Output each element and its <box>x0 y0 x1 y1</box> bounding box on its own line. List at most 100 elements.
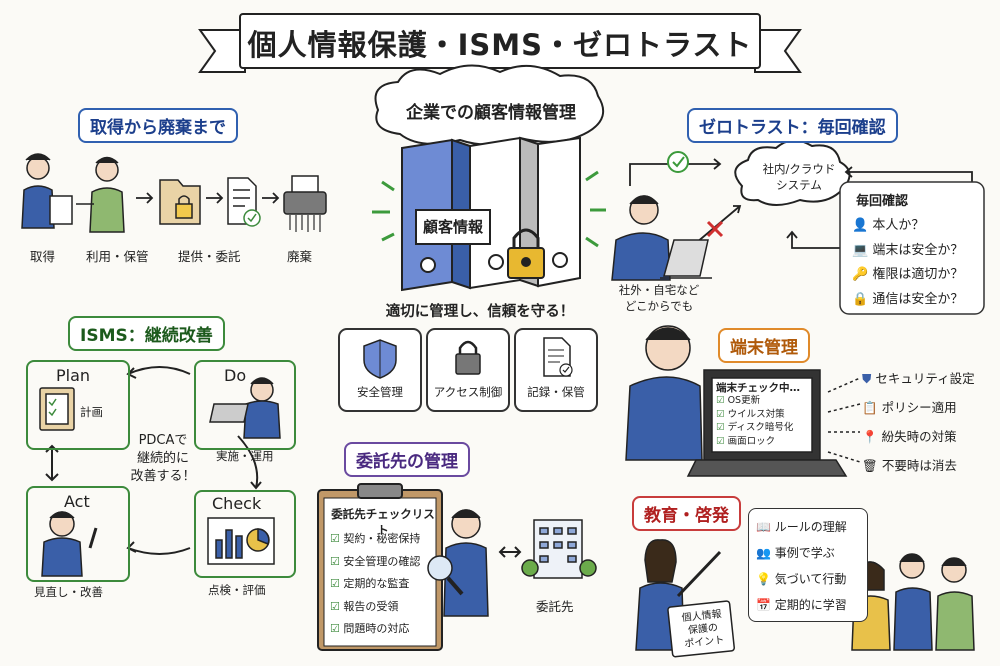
education-list: 📖 ルールの理解 👥 事例で学ぶ 💡 気づいて行動 📅 定期的に学習 <box>756 514 847 618</box>
page-title: 個人情報保護・ISMS・ゼロトラスト <box>247 28 753 62</box>
checkbox-icon: ☑ <box>330 554 340 568</box>
checkbox-icon: ☑ <box>330 622 340 635</box>
bulb-icon: 💡 <box>756 572 771 586</box>
title-ribbon <box>198 13 802 73</box>
device-list: ⛊ セキュリティ設定 📋 ポリシー適用 📍 紛失時の対策 🗑 不要時は消去 <box>862 364 975 480</box>
screen-checklist: ☑ OS更新 ☑ ウイルス対策 ☑ ディスク暗号化 ☑ 画面ロック <box>716 394 793 448</box>
education-item: 💡 気づいて行動 <box>756 572 847 586</box>
lifecycle-step-dispose: 廃棄 <box>287 249 313 264</box>
plan-box <box>26 360 130 450</box>
lifecycle-step-use: 利用・保管 <box>86 249 149 264</box>
trash-icon: 🗑 <box>862 458 878 473</box>
lifecycle-arrows <box>136 192 280 204</box>
laptop-icon: 💻 <box>852 242 869 258</box>
check-item: 🔒 通信は安全か？ <box>852 291 964 307</box>
device-item: 🗑 不要時は消去 <box>862 458 957 473</box>
access-card-label: アクセス制御 <box>433 385 503 399</box>
key-icon: 🔑 <box>852 267 869 282</box>
device-item: ⛊ セキュリティ設定 <box>862 371 975 386</box>
shredder-icon <box>283 175 327 232</box>
binder-label: 顧客情報 <box>422 218 483 236</box>
pdca-center-text: PDCAで 継続的に 改善する！ <box>130 433 196 485</box>
document-check-icon <box>227 177 261 227</box>
folder-lock-icon <box>159 179 201 225</box>
screen-title: 端末チェック中… <box>716 382 800 394</box>
check-title: Check <box>212 494 262 513</box>
vendor-check-item: ☑ 報告の受領 <box>330 599 399 613</box>
vendor-check-item: ☑ 問題時の対応 <box>330 622 410 635</box>
ok-check-icon <box>667 151 689 173</box>
book-icon: 📖 <box>756 520 771 534</box>
record-card: 記録・保管 <box>514 328 598 412</box>
education-item: 📅 定期的に学習 <box>756 598 847 612</box>
checkbox-icon: ☑ <box>330 599 340 613</box>
policy-icon: 📋 <box>862 400 878 415</box>
education-heading: 教育・啓発 <box>632 496 741 531</box>
calendar-icon: 📅 <box>756 598 771 612</box>
plan-title: Plan <box>56 366 91 385</box>
education-list-frame <box>748 508 868 622</box>
vendor-check-item: ☑ 契約・秘密保持 <box>330 532 421 545</box>
vendor-check-item: ☑ 安全管理の確認 <box>330 554 421 568</box>
device-dashes <box>827 377 861 463</box>
device-item: 📍 紛失時の対策 <box>862 429 957 444</box>
pdca-icons <box>39 377 281 577</box>
record-card-label: 記録・保管 <box>527 385 585 399</box>
screen-item: ☑ 画面ロック <box>716 435 776 447</box>
zerotrust-heading: ゼロトラスト：毎回確認 <box>687 108 898 143</box>
check-item: 👤 本人か？ <box>852 218 925 233</box>
check-list: 👤 本人か？ 💻 端末は安全か？ 🔑 権限は適切か？ 🔒 通信は安全か？ <box>852 214 963 312</box>
screen-item: ☑ ディスク暗号化 <box>716 422 794 433</box>
zerotrust-cloud <box>734 139 851 206</box>
denied-x-icon <box>706 220 724 238</box>
lifecycle-step-provide: 提供・委託 <box>178 249 241 264</box>
board-text: 個人情報 保護の ポイント <box>681 609 725 650</box>
lifecycle-heading: 取得から廃棄まで <box>78 108 238 143</box>
do-title: Do <box>224 366 247 385</box>
building-icon <box>521 519 597 579</box>
vendor-checklist: ☑ 契約・秘密保持 ☑ 安全管理の確認 ☑ 定期的な監査 ☑ 報告の受領 ☑ 問… <box>330 528 420 641</box>
zerotrust-cloud-label: 社内/クラウド システム <box>762 162 836 192</box>
lifecycle-step-acquire: 取得 <box>30 249 56 264</box>
act-title: Act <box>64 492 90 511</box>
do-box <box>194 360 296 450</box>
clipboard-title: 委託先チェックリスト <box>331 507 435 537</box>
people-icon: 👥 <box>756 546 771 560</box>
clipboard-frame <box>317 483 443 651</box>
vendor-person <box>427 509 489 617</box>
shield-icon: ⛊ <box>862 371 872 386</box>
device-item: 📋 ポリシー適用 <box>862 400 957 415</box>
check-sub: 点検・評価 <box>208 583 266 597</box>
binder-stack <box>401 136 581 292</box>
do-sub: 実施・運用 <box>216 449 274 463</box>
checkbox-icon: ☑ <box>330 532 340 545</box>
checkbox-icon: ☑ <box>330 577 340 590</box>
checkbox-icon: ☑ <box>716 408 725 420</box>
checkbox-icon: ☑ <box>716 435 725 447</box>
screen-item: ☑ OS更新 <box>716 395 761 406</box>
center-slogan: 適切に管理し、信頼を守る！ <box>385 304 575 320</box>
remote-worker <box>611 195 712 281</box>
isms-heading: ISMS：継続改善 <box>68 316 225 351</box>
check-list-frame <box>839 181 985 315</box>
zerotrust-user-label: 社外・自宅など どこからでも <box>618 283 700 314</box>
checkbox-icon: ☑ <box>716 395 725 406</box>
check-item: 🔑 権限は適切か？ <box>852 267 964 282</box>
location-icon: 📍 <box>862 429 878 444</box>
lifecycle-people <box>21 153 125 233</box>
lock-icon <box>455 340 481 375</box>
access-card: アクセス制御 <box>426 328 510 412</box>
safety-card: 安全管理 <box>338 328 422 412</box>
screen-item: ☑ ウイルス対策 <box>716 408 785 420</box>
vendor-heading: 委託先の管理 <box>344 442 470 477</box>
education-item: 📖 ルールの理解 <box>756 520 847 534</box>
check-box <box>194 490 296 578</box>
lock-icon: 🔒 <box>852 291 869 307</box>
act-sub: 見直し・改善 <box>34 585 103 599</box>
education-item: 👥 事例で学ぶ <box>756 546 835 560</box>
vendor-check-item: ☑ 定期的な監査 <box>330 577 410 590</box>
education-scene <box>635 539 975 658</box>
document-icon <box>543 337 573 377</box>
device-heading: 端末管理 <box>718 328 810 363</box>
